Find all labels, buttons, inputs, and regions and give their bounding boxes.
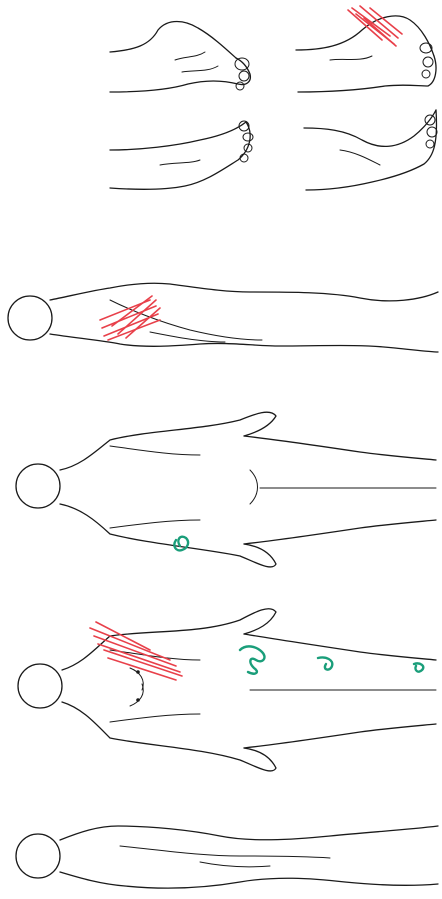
foot-outline-lower-left	[110, 121, 253, 189]
body-side-left-outline	[16, 826, 438, 888]
secondary-marking-front	[240, 646, 423, 673]
secondary-marking-back	[174, 537, 188, 551]
foot-outline-upper-left	[110, 22, 250, 93]
body-side-right-outline	[8, 283, 438, 352]
feet-group	[110, 6, 437, 190]
pain-marking-foot	[348, 6, 402, 46]
foot-outline-lower-right	[304, 110, 437, 190]
body-back-outline	[16, 412, 436, 567]
body-front-outline	[18, 609, 436, 771]
foot-outline-upper-right	[296, 16, 436, 92]
